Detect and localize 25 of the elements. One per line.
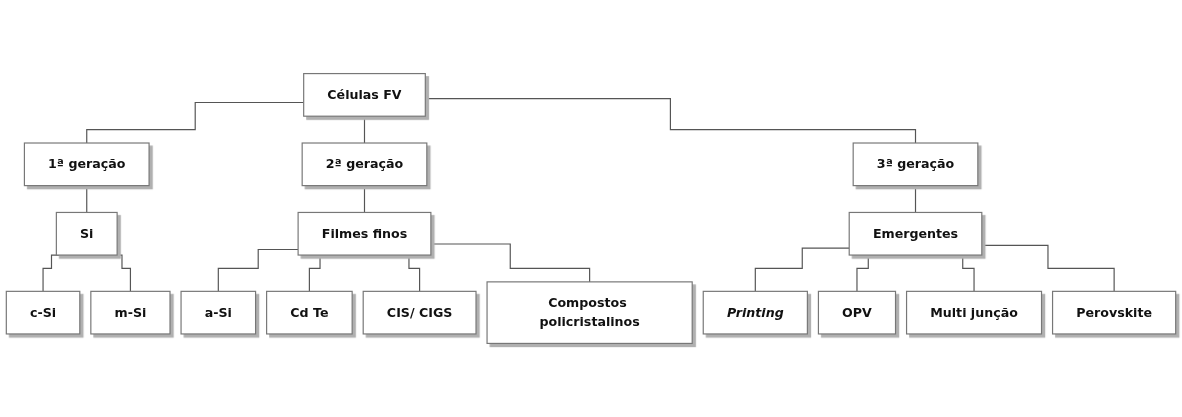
connector <box>981 244 1115 292</box>
node-box: Multi junção <box>906 290 1043 335</box>
node-box: CIS/ CIGS <box>362 290 477 335</box>
connector <box>754 247 850 292</box>
node-box: c-Si <box>5 290 81 335</box>
node-box: Perovskite <box>1052 290 1177 335</box>
connector <box>363 185 366 214</box>
connector <box>363 115 366 144</box>
connector <box>217 248 299 292</box>
node-box: m-Si <box>90 290 171 335</box>
node-box: Printing <box>702 290 808 335</box>
node-box: Cd Te <box>266 290 353 335</box>
node-box: OPV <box>817 290 897 335</box>
connector <box>914 185 917 214</box>
node-box: Compostos policristalinos <box>486 281 693 344</box>
node-box: a-Si <box>180 290 257 335</box>
connector <box>430 243 591 283</box>
node-box: Si <box>55 211 118 256</box>
node-box: 1ª geração <box>23 142 150 187</box>
node-box: Emergentes <box>848 211 983 256</box>
node-box: 2ª geração <box>301 142 428 187</box>
node-box: Filmes finos <box>297 211 432 256</box>
node-box: 3ª geração <box>852 142 979 187</box>
node-box: Células FV <box>303 73 426 117</box>
connector <box>86 185 88 214</box>
